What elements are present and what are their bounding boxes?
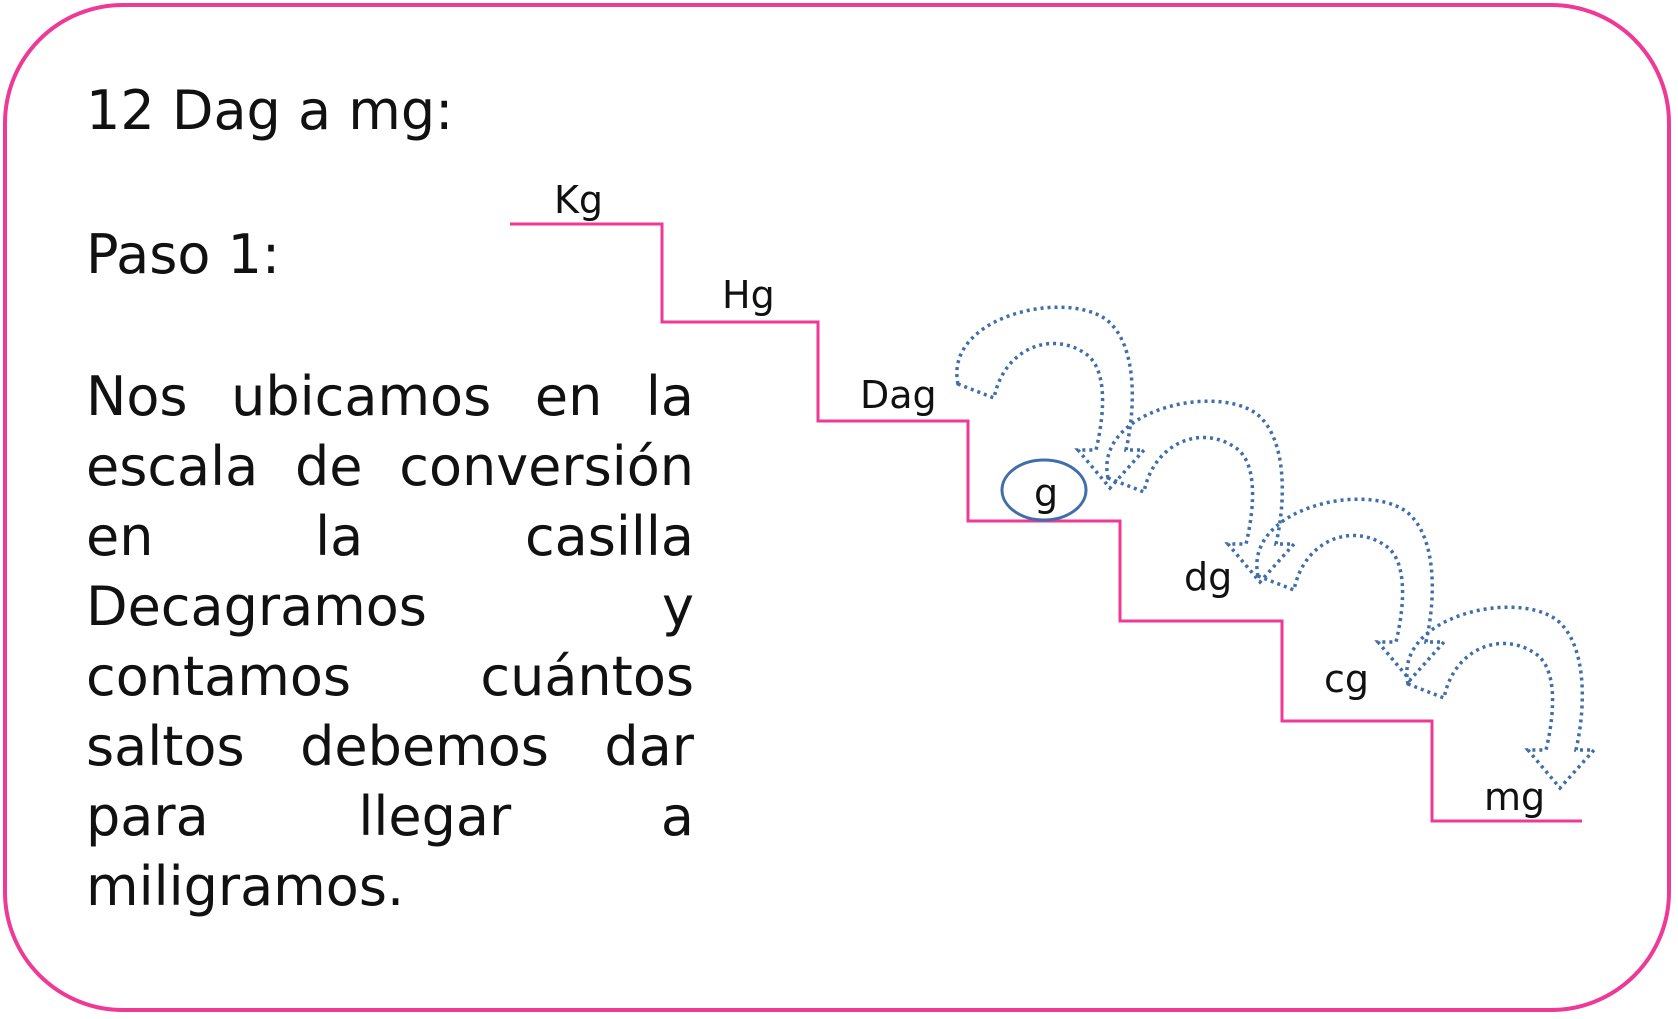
unit-label-mg: mg xyxy=(1484,775,1545,819)
card-frame xyxy=(3,3,1671,1012)
highlight-circle xyxy=(1000,458,1088,522)
jump-arrow-icon-4 xyxy=(1405,605,1596,790)
unit-label-g: g xyxy=(1034,471,1058,515)
jump-arrow-icon-3 xyxy=(1255,497,1446,682)
problem-title: 12 Dag a mg: xyxy=(86,79,454,142)
unit-label-hg: Hg xyxy=(722,273,775,317)
step-heading: Paso 1: xyxy=(86,223,281,286)
unit-label-kg: Kg xyxy=(554,178,603,222)
step-explanation: Nos ubicamos en la escala de conversión … xyxy=(86,365,694,918)
stairs-line xyxy=(510,222,1582,823)
unit-label-dg: dg xyxy=(1184,555,1232,599)
unit-label-cg: cg xyxy=(1324,657,1369,701)
unit-label-dag: Dag xyxy=(860,373,937,417)
